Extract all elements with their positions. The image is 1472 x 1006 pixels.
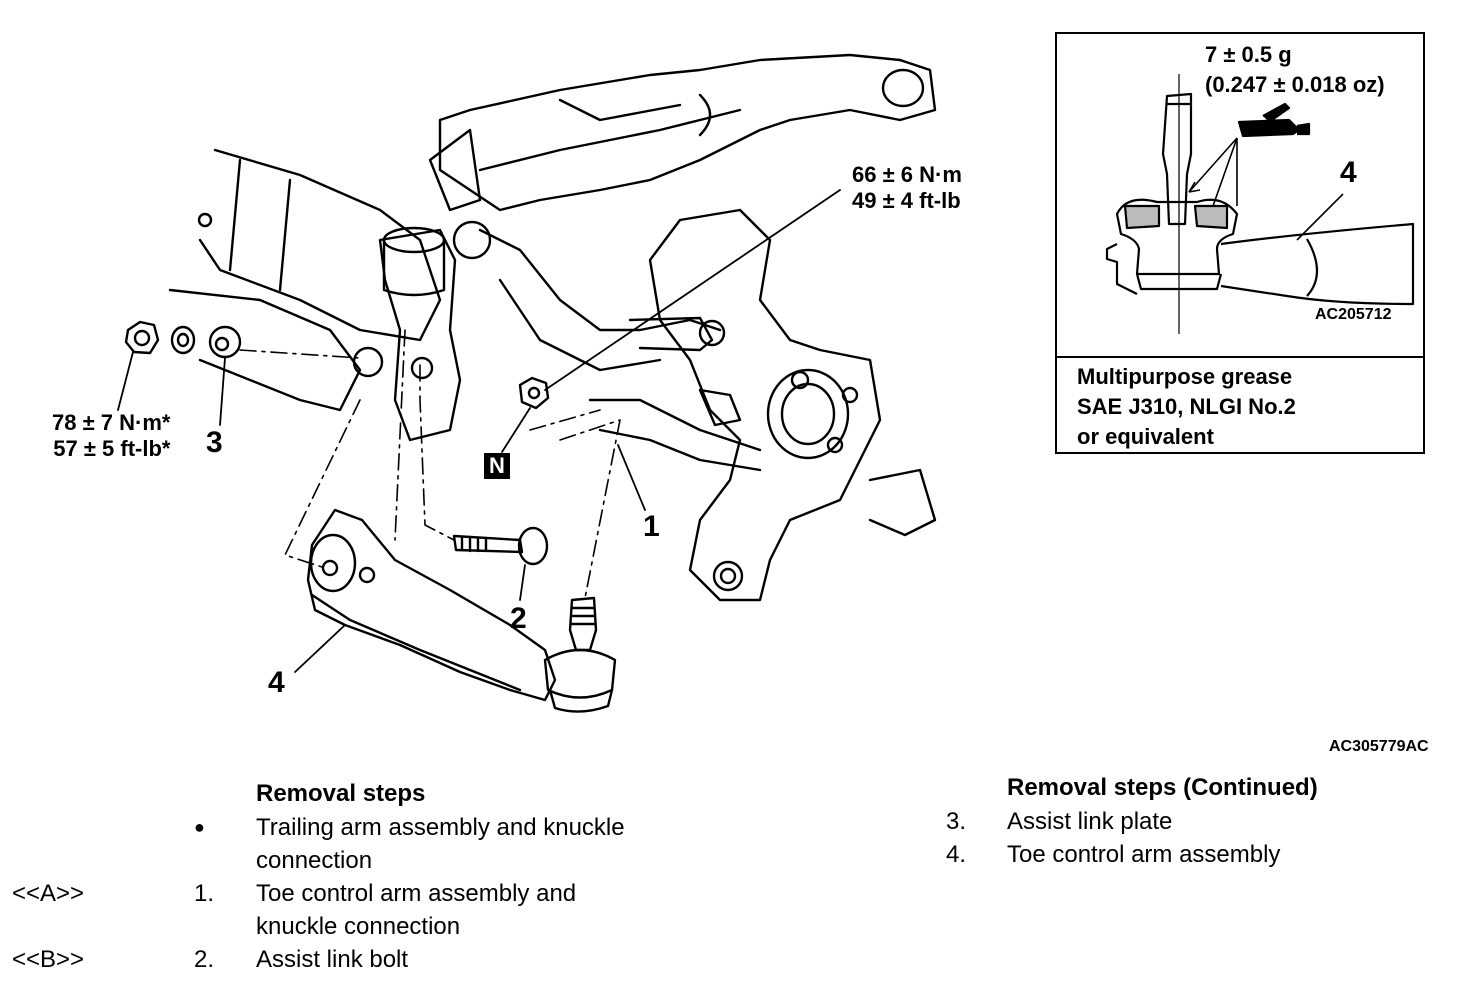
grease-inset: 7 ± 0.5 g (0.247 ± 0.018 oz) 4 AC205712 …: [1055, 32, 1425, 454]
step-3-num: 3.: [946, 808, 967, 835]
step-1-line2: knuckle connection: [256, 913, 461, 940]
inset-code: AC205712: [1315, 306, 1392, 323]
step-0-line2: connection: [256, 847, 373, 874]
removal-heading: Removal steps: [256, 780, 426, 807]
lower-links: [478, 228, 762, 472]
removal-steps-left: Removal steps ● Trailing arm assembly an…: [0, 777, 720, 997]
ball-joint: [543, 596, 617, 713]
flange-nut: [518, 376, 550, 410]
step-0-line1: Trailing arm assembly and knuckle: [256, 814, 625, 841]
callout-1: 1: [643, 510, 660, 543]
step-1-line1: Toe control arm assembly and: [256, 880, 577, 907]
grease-spec: Multipurpose grease SAE J310, NLGI No.2 …: [1077, 364, 1296, 449]
step-1-marker: <<A>>: [12, 880, 85, 907]
torque-label-upper: 66 ± 6 N·m 49 ± 4 ft-lb: [852, 162, 962, 213]
callout-4: 4: [268, 666, 285, 699]
bracket: [378, 128, 492, 442]
step-4-text: Toe control arm assembly: [1007, 841, 1281, 868]
upper-arm: [438, 53, 937, 212]
grease-amount: 7 ± 0.5 g (0.247 ± 0.018 oz): [1205, 42, 1385, 97]
replace-nut-badge: N: [484, 453, 510, 479]
nut-washer-plate: [124, 320, 242, 359]
step-2-marker: <<B>>: [12, 946, 85, 973]
inset-divider: [1057, 356, 1423, 358]
figure-code: AC305779AC: [1329, 738, 1429, 755]
callout-2: 2: [510, 602, 527, 635]
inset-callout-4: 4: [1340, 156, 1357, 189]
step-bullet: ●: [194, 817, 205, 837]
step-2-line1: Assist link bolt: [256, 946, 409, 973]
callout-3: 3: [206, 426, 223, 459]
leader-lines: [117, 189, 841, 673]
removal-steps-right: Removal steps (Continued) 3. Assist link…: [940, 771, 1460, 881]
crossmember: [168, 148, 442, 412]
torque-label-lower: 78 ± 7 N·m* 57 ± 5 ft-lb*: [52, 410, 171, 461]
step-3-text: Assist link plate: [1007, 808, 1173, 835]
ball-joint-section: [1105, 74, 1415, 334]
step-2-num: 2.: [194, 946, 215, 973]
knuckle: [648, 208, 937, 602]
step-4-num: 4.: [946, 841, 967, 868]
removal-continued-heading: Removal steps (Continued): [1007, 774, 1318, 801]
step-1-num: 1.: [194, 880, 215, 907]
assembly-guides: [239, 329, 621, 599]
assist-link-bolt: [452, 526, 549, 566]
